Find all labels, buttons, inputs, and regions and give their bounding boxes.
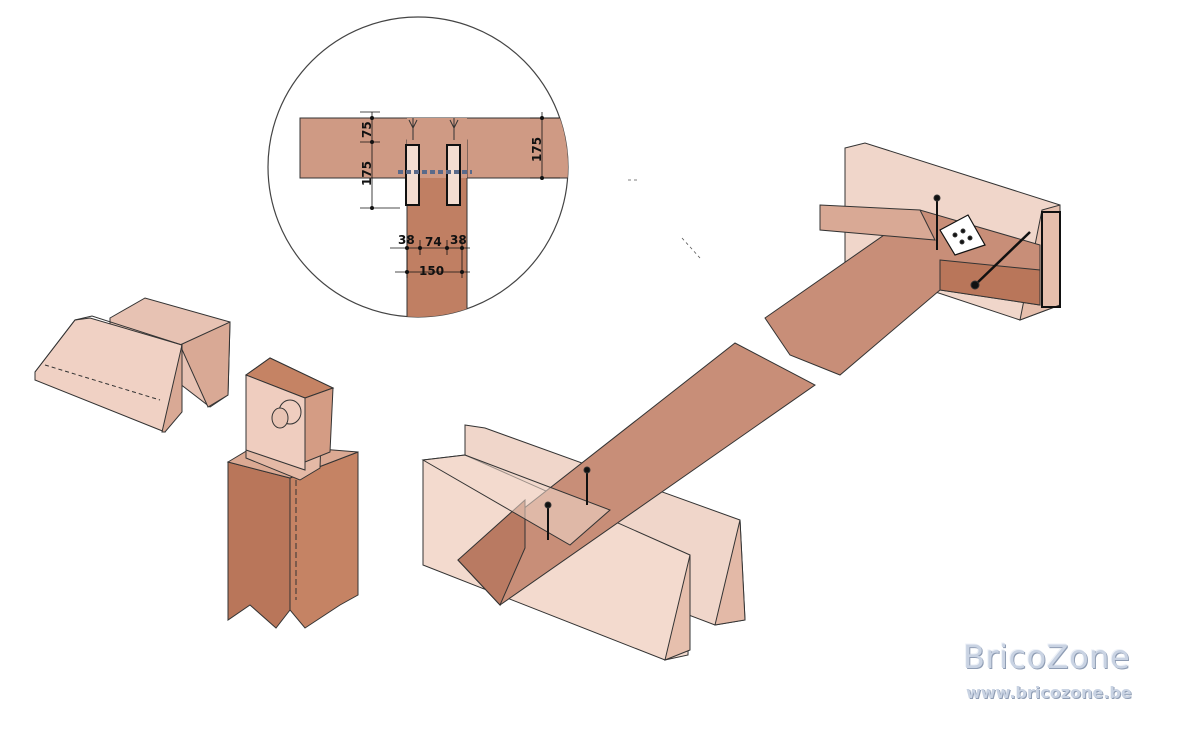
double-beam-assembly	[421, 342, 816, 661]
dim-beam-height: 175	[530, 137, 544, 162]
dim-slot-depth: 175	[360, 161, 374, 186]
dim-width: 150	[419, 264, 444, 278]
dim-middle: 74	[425, 235, 442, 249]
construction-lines	[628, 179, 701, 259]
brand-url: www.bricozone.be	[966, 683, 1132, 702]
dim-beam-depth: 75	[360, 121, 374, 138]
dim-left: 38	[398, 233, 415, 247]
left-side-boards	[34, 297, 231, 433]
header-beam-assembly	[764, 142, 1061, 376]
brand-logo: BricoZone	[963, 638, 1131, 676]
post-with-tenon	[226, 357, 359, 629]
dim-right: 38	[450, 233, 467, 247]
detail-circle: 75 175 175 38 74 38 150	[267, 16, 569, 318]
